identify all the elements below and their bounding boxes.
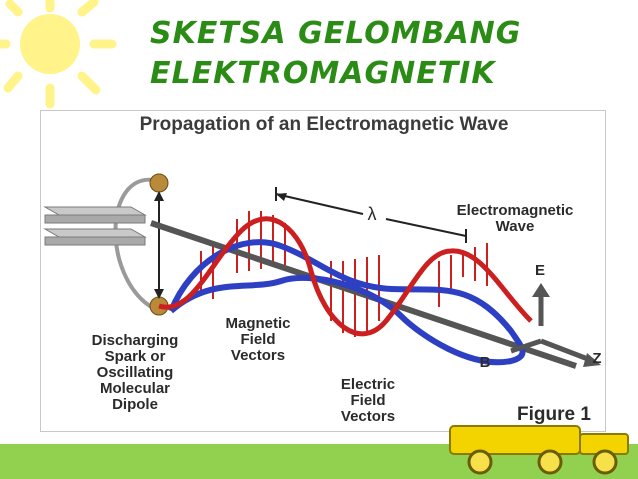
magnetic-field-label: Magnetic Field Vectors	[225, 315, 291, 364]
electric-field-label: Electric Field Vectors	[340, 376, 396, 425]
dipole-sphere-top	[149, 173, 169, 193]
axis-b-label: B	[479, 354, 491, 371]
coordinate-axes	[510, 293, 594, 364]
axis-e-label: E	[534, 262, 545, 279]
cart-decoration	[449, 425, 629, 475]
axis-e-arrow	[532, 283, 550, 297]
figure-label: Figure 1	[517, 404, 591, 425]
dipole-label: Discharging Spark or Oscillating Molecul…	[91, 332, 179, 413]
axis-z-label: Z	[592, 350, 602, 367]
em-wave-illustration	[43, 173, 601, 369]
capacitor-plates	[43, 206, 147, 246]
lambda-label: λ	[367, 204, 377, 224]
axis-z-arrow	[583, 353, 601, 367]
sun-decoration	[0, 0, 117, 109]
slide-title: SKETSA GELOMBANG ELEKTROMAGNETIK	[150, 16, 522, 91]
electric-wave	[158, 216, 533, 337]
diagram-title: Propagation of an Electromagnetic Wave	[139, 114, 509, 135]
em-wave-diagram: Propagation of an Electromagnetic Wave	[40, 110, 606, 432]
em-wave-label: Electromagnetic Wave	[456, 202, 574, 235]
